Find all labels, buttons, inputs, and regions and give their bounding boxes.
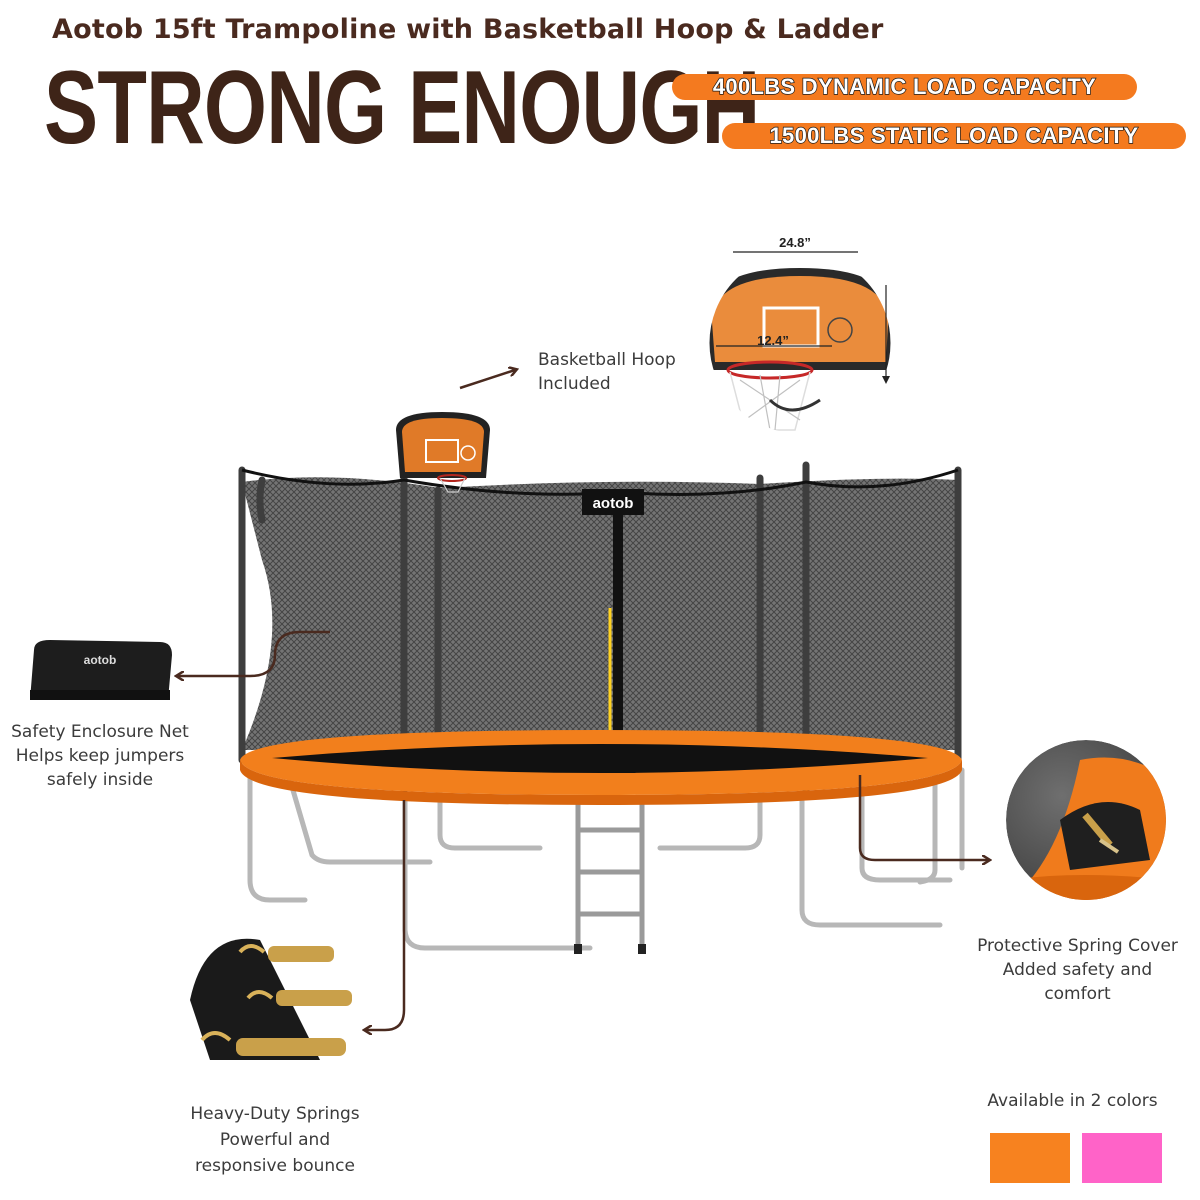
spring-cover-edge: [240, 760, 962, 805]
colors-label: Available in 2 colors: [987, 1091, 1158, 1111]
small-basketball-hoop: [396, 412, 490, 493]
dynamic-load-badge: 400LBS DYNAMIC LOAD CAPACITY: [672, 73, 1137, 100]
hoop-width-label: 24.8”: [779, 235, 811, 250]
cover-callout-line3: comfort: [1044, 984, 1111, 1004]
arrow-springs: [366, 800, 406, 1030]
springs-callout-title: Heavy-Duty Springs: [190, 1104, 360, 1124]
net-storage-bag: aotob: [30, 640, 172, 700]
enclosure-net: [242, 477, 958, 750]
spring-cover-pad: [240, 730, 962, 795]
arrow-cover: [858, 775, 988, 860]
headline: STRONG ENOUGH: [44, 50, 760, 166]
hoop-callout: Basketball Hoop Included: [538, 348, 676, 396]
net-callout-line3: safely inside: [46, 770, 154, 790]
springs-callout-line2: Powerful and: [219, 1130, 331, 1150]
heavy-duty-springs: [190, 938, 352, 1060]
callout-arrows: [178, 370, 988, 1030]
net-callout-title: Safety Enclosure Net: [11, 722, 189, 742]
hoop-callout-title: Basketball Hoop: [538, 350, 676, 370]
cover-callout: Protective Spring Cover Added safety and…: [965, 934, 1190, 1006]
net-callout: Safety Enclosure Net Helps keep jumpers …: [0, 720, 200, 792]
brand-tag: [582, 489, 644, 515]
hoop-rim-label: 12.4”: [757, 333, 789, 348]
springs-callout: Heavy-Duty Springs Powerful and responsi…: [170, 1101, 380, 1179]
springs-callout-line3: responsive bounce: [195, 1156, 355, 1176]
arrow-net: [178, 630, 330, 676]
ladder: [574, 795, 646, 954]
color-swatch-orange[interactable]: [990, 1133, 1070, 1183]
arrow-hoop: [459, 370, 515, 390]
brand-logo: aotob: [593, 495, 634, 512]
product-subtitle: Aotob 15ft Trampoline with Basketball Ho…: [52, 14, 884, 45]
hoop-callout-sub: Included: [538, 374, 611, 394]
static-load-badge: 1500LBS STATIC LOAD CAPACITY: [722, 122, 1186, 149]
net-callout-line2: Helps keep jumpers: [15, 746, 185, 766]
spring-cover-closeup: [1006, 740, 1166, 900]
cover-callout-line2: Added safety and: [1002, 960, 1153, 980]
color-swatch-pink[interactable]: [1082, 1133, 1162, 1183]
cover-callout-title: Protective Spring Cover: [977, 936, 1178, 956]
bag-logo: aotob: [84, 653, 117, 667]
hoop-closeup: [708, 251, 892, 435]
